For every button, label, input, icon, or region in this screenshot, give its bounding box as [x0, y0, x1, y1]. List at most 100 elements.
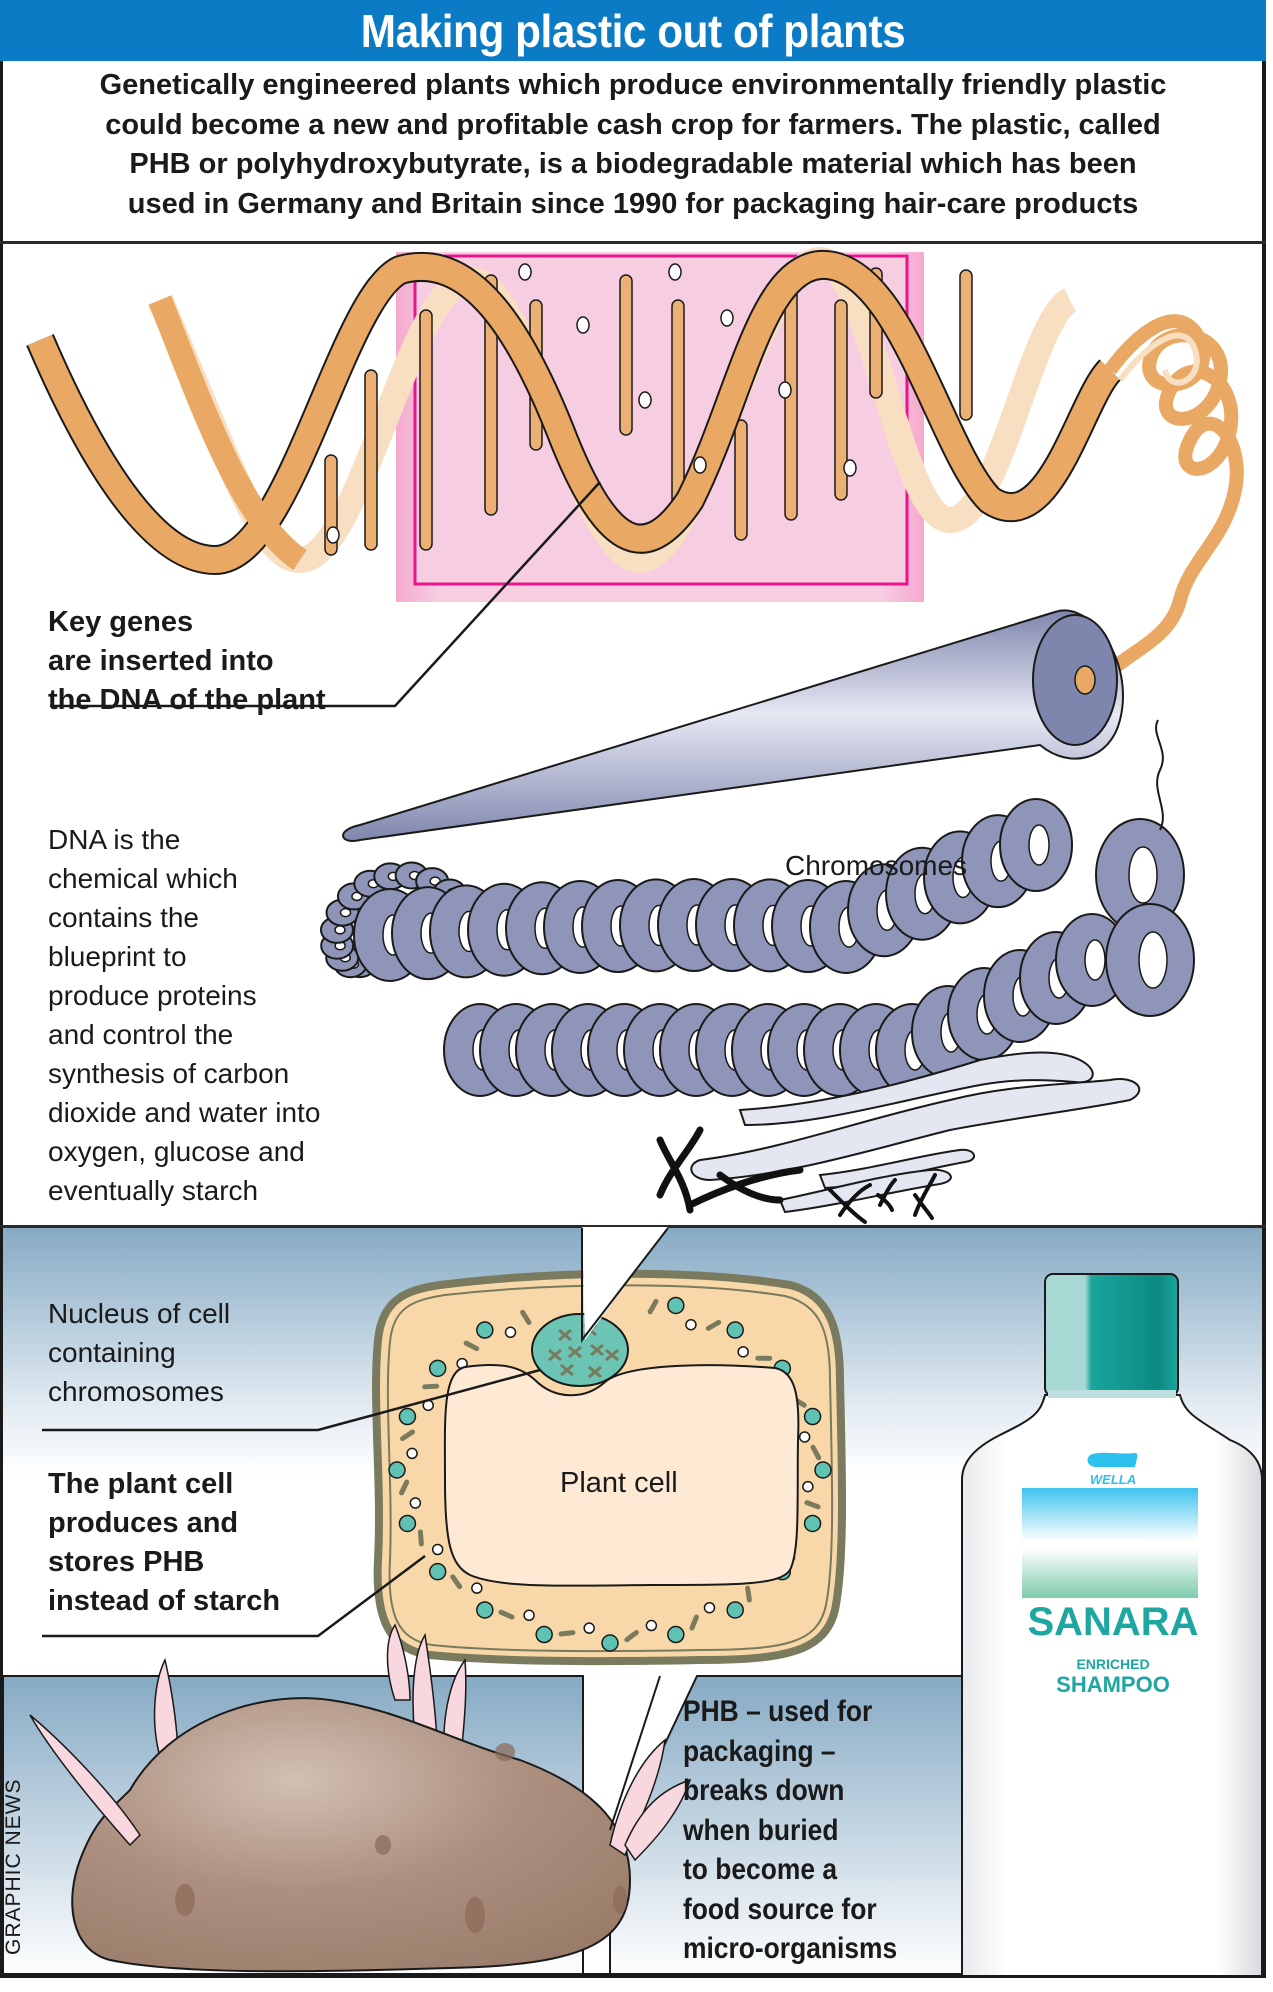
mitochondrion [498, 1609, 515, 1620]
product-name: SANARA [1027, 1600, 1199, 1644]
vesicle [523, 1609, 535, 1622]
x-chromosome [686, 1166, 804, 1209]
phb-granule [667, 1296, 685, 1315]
wella-logo-icon [1087, 1452, 1138, 1467]
phb-granule [814, 1461, 832, 1479]
sprout [624, 1778, 692, 1862]
vesicle [798, 1431, 811, 1443]
phb-granule [476, 1601, 494, 1619]
title-bar [0, 0, 1266, 61]
label-line: produce proteins [48, 980, 257, 1011]
nucleus-chromosome [568, 1345, 582, 1359]
phb-granule [428, 1562, 447, 1581]
vesicle [703, 1601, 716, 1614]
label-line: food source for [683, 1892, 877, 1926]
dna-left-strand [148, 295, 308, 570]
phosphate-dot [638, 391, 652, 409]
page-title: Making plastic out of plants [360, 5, 906, 57]
vesicle [737, 1346, 749, 1358]
phb-storage-label: The plant cell produces and stores PHB i… [48, 1465, 280, 1621]
dna-thread [1155, 719, 1164, 831]
wella-logo-text: WELLA [1090, 1472, 1136, 1487]
dna-helix [26, 247, 1244, 686]
base-pair [834, 299, 848, 501]
organelles [388, 1296, 832, 1652]
phb-granule [803, 1407, 822, 1426]
phb-granule [726, 1321, 744, 1339]
label-line: produces and [48, 1507, 239, 1539]
nucleus [531, 1313, 629, 1387]
dna-front-strand [28, 252, 1120, 573]
mitochondrion [422, 1383, 440, 1390]
label-line: containing [48, 1337, 176, 1368]
bottle-neck [1048, 1390, 1176, 1398]
label-line: stores PHB [48, 1546, 205, 1578]
nucleus-label: Nucleus of cell containing chromosomes [48, 1294, 230, 1411]
potato-eyes [175, 1743, 627, 1933]
vesicle [802, 1480, 814, 1493]
phosphate-dot [843, 459, 857, 477]
section-divider [0, 1225, 1266, 1228]
vesicle [504, 1326, 517, 1339]
phosphate-dot [668, 263, 682, 281]
product-subtitle: ENRICHED [1076, 1656, 1150, 1672]
potato-sprouts-front [29, 1714, 692, 1862]
label-line: eventually starch [48, 1175, 259, 1206]
label-line: DNA is the [48, 824, 181, 855]
label-line: synthesis of carbon [48, 1058, 290, 1089]
phosphate-dots [326, 263, 857, 544]
credit-text: GRAPHIC NEWS [2, 1778, 25, 1955]
cell-membrane [386, 1284, 834, 1653]
mitochondrion [810, 1444, 822, 1461]
dna-description: DNA is the chemical which contains the b… [48, 820, 320, 1210]
label-line: and control the [48, 1019, 234, 1050]
label-line: when buried [683, 1813, 839, 1847]
phosphate-dot [720, 309, 734, 327]
nucleus-chromosome [548, 1348, 562, 1362]
label-line: are inserted into [48, 645, 274, 677]
potato-eye [375, 1835, 391, 1855]
phosphate-dot [576, 316, 590, 334]
x-chromosome [828, 1183, 872, 1224]
phb-leader-line [42, 1554, 426, 1638]
product-type: SHAMPOO [1056, 1672, 1170, 1697]
intro-line: used in Germany and Britain since 1990 f… [127, 187, 1139, 220]
mitochondrion [705, 1319, 722, 1331]
label-line: to become a [683, 1853, 838, 1886]
label-line: the DNA of the plant [48, 684, 326, 716]
nucleus-chromosome [558, 1328, 572, 1342]
potato-eye [613, 1886, 627, 1914]
label-line: dioxide and water into [48, 1097, 321, 1128]
label-line: chromosomes [48, 1376, 224, 1407]
base-pair [734, 419, 748, 541]
mitochondrion [804, 1500, 821, 1510]
phb-use-label: PHB – used for packaging – breaks down w… [683, 1692, 897, 1969]
intro-line: Genetically engineered plants which prod… [99, 69, 1167, 101]
potato-eye [465, 1897, 485, 1933]
mitotic-chromosomes [656, 1126, 937, 1224]
key-genes-leader-line [50, 481, 601, 708]
base-pair [419, 309, 433, 551]
phosphate-dot [326, 526, 340, 544]
vesicle [409, 1497, 422, 1509]
nucleus-callout-edge [581, 1227, 669, 1343]
vesicle [685, 1318, 697, 1331]
nucleus-leader-line [42, 1368, 541, 1432]
chromosome-strand [738, 1051, 1094, 1127]
vesicle [471, 1582, 483, 1594]
nucleus-chromosome [605, 1348, 619, 1362]
phb-granule [726, 1601, 744, 1619]
chromatin-coil [1105, 903, 1195, 1017]
x-chromosome [913, 1173, 937, 1220]
chromatin-coils [319, 798, 1195, 1097]
vacuole [443, 1364, 800, 1587]
vesicle [583, 1622, 595, 1634]
base-pair [484, 274, 498, 516]
label-line: chemical which [48, 863, 238, 894]
phb-granule [476, 1321, 494, 1339]
mitochondrion [450, 1574, 463, 1590]
phosphate-dot [693, 456, 707, 474]
phb-granule [388, 1461, 406, 1479]
